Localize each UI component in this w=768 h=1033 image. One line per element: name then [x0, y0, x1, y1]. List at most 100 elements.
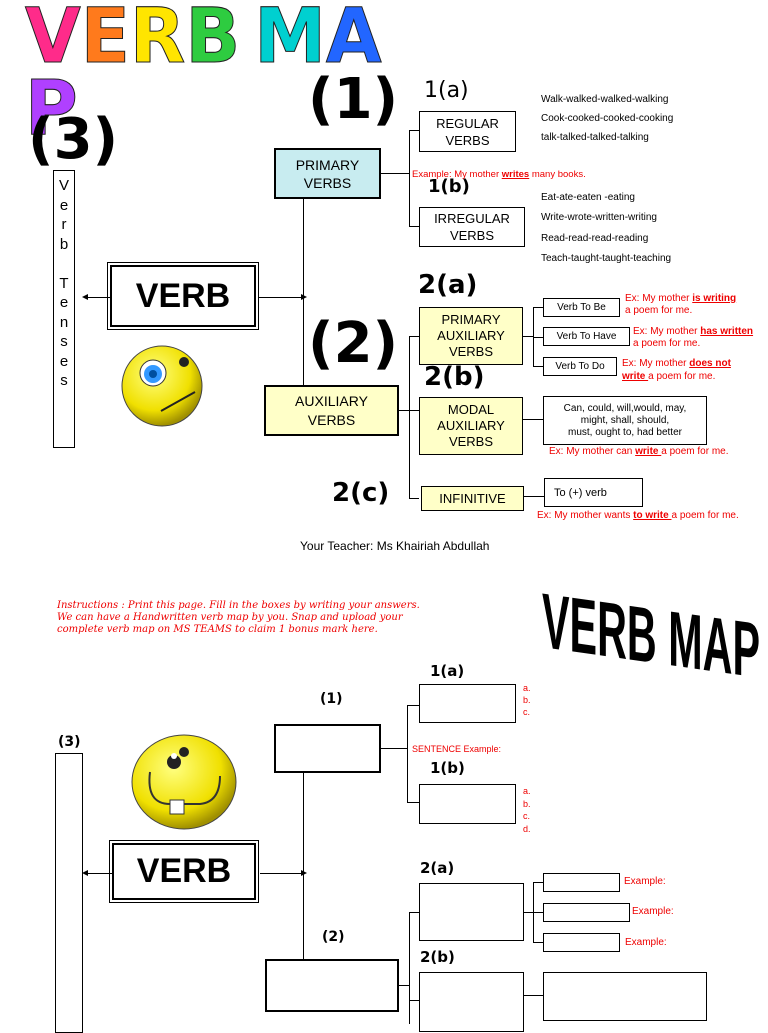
- bottom-trunk-line: [303, 773, 304, 959]
- bottom-branch-1-v: [407, 705, 408, 802]
- label-1a: 1(a): [424, 78, 469, 103]
- modal-list-line1: Can, could, will,would, may,: [563, 402, 687, 414]
- bottom-box-2a[interactable]: [419, 883, 524, 941]
- bottom-box-2a-1[interactable]: [543, 873, 620, 892]
- primary-verbs-box: PRIMARY VERBS: [274, 148, 381, 199]
- bottom-example-2: Example:: [632, 906, 674, 917]
- primary-aux-line3: VERBS: [448, 344, 494, 359]
- verb-tenses-letter: r: [61, 216, 67, 233]
- arrow-to-tenses: [82, 294, 110, 300]
- bottom-list-1a-a: a.: [523, 683, 531, 693]
- verb-to-be-label: Verb To Be: [557, 302, 606, 313]
- modal-aux-line3: VERBS: [448, 434, 494, 449]
- branch-1b-h: [409, 226, 419, 227]
- verb-tenses-letter: s: [60, 333, 68, 350]
- bottom-branch-2a-h: [409, 912, 419, 913]
- bottom-label-1a: 1(a): [430, 662, 465, 680]
- ex-have-em: has written: [700, 326, 754, 337]
- modal-example-sentence: Ex: My mother can write a poem for me.: [549, 446, 729, 457]
- bottom-label-2b: 2(b): [420, 948, 455, 966]
- primary-aux-line2: AUXILIARY: [437, 328, 505, 343]
- modal-list-line3: must, ought to, had better: [568, 426, 682, 438]
- bottom-example-3: Example:: [625, 937, 667, 948]
- ex-do-em2: write: [622, 371, 649, 382]
- title-verb-map-bottom-text: VERB MAP: [542, 592, 760, 695]
- smiley-face-icon: [117, 340, 207, 430]
- primary-auxiliary-verbs-box: PRIMARY AUXILIARY VERBS: [419, 307, 523, 365]
- regular-example-2: Cook-cooked-cooked-cooking: [541, 113, 674, 124]
- bottom-list-1b-d: d.: [523, 823, 531, 834]
- bottom-box-modal-list[interactable]: [543, 972, 707, 1021]
- verb-to-do-label: Verb To Do: [555, 361, 605, 372]
- verb-tenses-letter: [54, 254, 74, 274]
- irregular-verbs-line1: IRREGULAR: [434, 211, 510, 226]
- ex-do-post: a poem for me.: [648, 371, 716, 382]
- primary-example-em: writes: [501, 169, 530, 180]
- bottom-box-1[interactable]: [274, 724, 381, 773]
- bottom-arrow-right: [260, 870, 307, 876]
- bottom-box-2a-3[interactable]: [543, 933, 620, 952]
- number-3-label: (3): [28, 107, 119, 172]
- bottom-branch-1a-h: [407, 705, 419, 706]
- ex-be-post: a poem for me.: [625, 305, 693, 316]
- bottom-box-2b[interactable]: [419, 972, 524, 1032]
- label-1b: 1(b): [428, 176, 470, 197]
- modal-aux-line1: MODAL: [447, 402, 495, 417]
- title-letter: B: [185, 0, 241, 81]
- bottom-list-1a-c: c.: [523, 707, 531, 717]
- primary-example-sentence: Example: My mother writes many books.: [412, 169, 586, 180]
- bottom-2a-sub-h: [524, 912, 533, 913]
- connector-primary: [381, 173, 409, 174]
- bottom-box-2a-2[interactable]: [543, 903, 630, 922]
- to-verb-box: To (+) verb: [544, 478, 643, 507]
- bottom-sentence-example: SENTENCE Example:: [412, 744, 502, 754]
- verb-to-have-box: Verb To Have: [543, 327, 630, 346]
- auxiliary-verbs-line2: VERBS: [307, 411, 356, 428]
- bottom-verb-box: VERB: [112, 843, 256, 900]
- branch-2a-sub-h2: [533, 337, 543, 338]
- modal-list-box: Can, could, will,would, may, might, shal…: [543, 396, 707, 445]
- inf-ex-pre: Ex: My mother wants: [537, 510, 634, 521]
- bottom-2a-sub-h3: [533, 942, 543, 943]
- verb-tenses-letter: s: [60, 372, 68, 389]
- bottom-tenses-box[interactable]: [55, 753, 83, 1033]
- bottom-box-1b[interactable]: [419, 784, 516, 824]
- number-2-label: (2): [308, 311, 399, 376]
- ex-have-post: a poem for me.: [633, 338, 701, 349]
- infinitive-box: INFINITIVE: [421, 486, 524, 511]
- to-verb-label: To (+) verb: [554, 486, 607, 499]
- ex-do-em: does not: [689, 358, 731, 369]
- bottom-branch-2b-h: [409, 1000, 419, 1001]
- bottom-label-2a: 2(a): [420, 859, 455, 877]
- verb-to-be-box: Verb To Be: [543, 298, 620, 317]
- bottom-list-1b-c: c.: [523, 811, 531, 821]
- inf-ex-em: to write: [633, 510, 672, 521]
- bottom-list-1b-b: b.: [523, 798, 531, 809]
- bottom-box-1a[interactable]: [419, 684, 516, 723]
- bottom-2a-sub-h2: [533, 912, 543, 913]
- arrow-to-tree: [259, 294, 307, 300]
- verb-tenses-letter: e: [59, 196, 69, 214]
- bottom-box-2[interactable]: [265, 959, 399, 1012]
- teacher-credit: Your Teacher: Ms Khairiah Abdullah: [300, 539, 490, 553]
- primary-aux-line1: PRIMARY: [441, 312, 501, 327]
- title-verb-map: VERB MAP: [25, 0, 425, 146]
- branch-1-vertical: [409, 130, 410, 226]
- title-verb-map-bottom: VERB MAP: [538, 577, 763, 702]
- branch-2a-sub-h3: [533, 366, 543, 367]
- primary-example-post: many books.: [529, 169, 586, 180]
- regular-verbs-line2: VERBS: [445, 132, 490, 148]
- title-letter: E: [80, 0, 130, 81]
- bottom-arrow-left: [82, 870, 112, 876]
- bottom-number-3: (3): [58, 734, 81, 750]
- ex-be-pre: Ex: My mother: [625, 293, 693, 304]
- modal-list-line2: might, shall, should,: [580, 414, 670, 426]
- bottom-verb-label: VERB: [136, 852, 232, 890]
- regular-verbs-line1: REGULAR: [436, 115, 499, 131]
- infinitive-example-sentence: Ex: My mother wants to write a poem for …: [537, 510, 739, 521]
- auxiliary-verbs-line1: AUXILIARY: [295, 392, 368, 409]
- bottom-list-1b-a: a.: [523, 786, 531, 796]
